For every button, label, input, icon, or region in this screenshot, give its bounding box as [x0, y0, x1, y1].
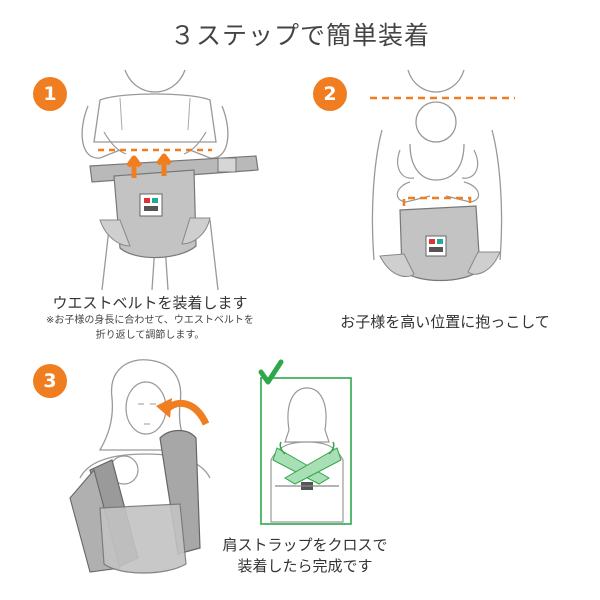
step-2-caption: お子様を高い位置に抱っこして — [340, 313, 550, 331]
step-3-caption-line2: 装着したら完成です — [237, 557, 373, 575]
step-2-illustration — [370, 69, 515, 282]
step-3-caption-line1: 肩ストラップをクロスで — [222, 536, 388, 554]
step-3-detail-box — [260, 377, 352, 525]
step-1-caption: ウエストベルトを装着します — [52, 294, 248, 312]
step-3-illustration — [69, 359, 211, 574]
step-3-badge: 3 — [33, 364, 67, 398]
page-title: ３ステップで簡単装着 — [169, 21, 430, 50]
step-1-note-line1: ※お子様の身長に合わせて、ウエストベルトを — [46, 315, 254, 326]
step-1-note-line2: 折り返して調節します。 — [95, 330, 205, 341]
step-1-badge: 1 — [33, 77, 67, 111]
step-2-badge: 2 — [313, 77, 347, 111]
check-icon — [258, 359, 284, 385]
step-1-illustration — [81, 69, 259, 291]
